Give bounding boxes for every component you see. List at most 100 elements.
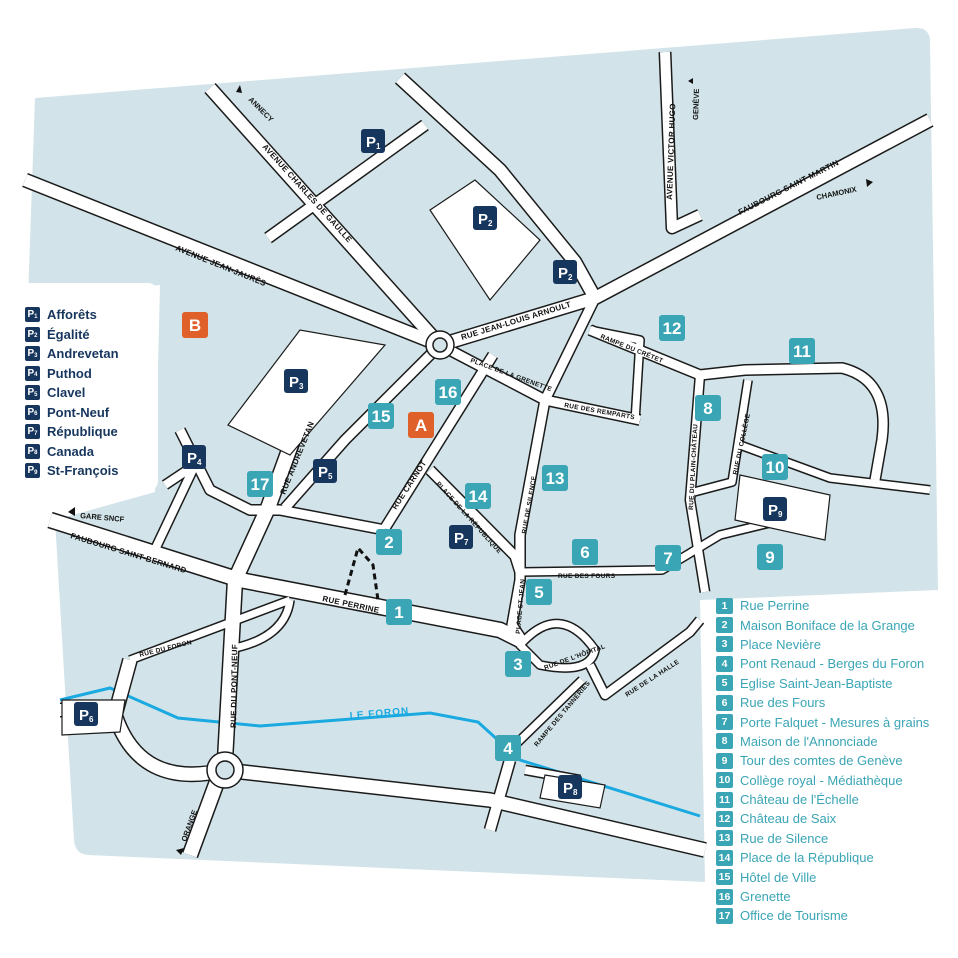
sight-name: Grenette bbox=[740, 889, 791, 905]
parking-name: Canada bbox=[47, 443, 94, 459]
parking-number: 1 bbox=[376, 142, 381, 151]
parking-name: Afforêts bbox=[47, 307, 97, 323]
pedestrian-path bbox=[343, 544, 380, 601]
marker-bg bbox=[368, 403, 394, 429]
sight-marker-16[interactable]: 16 bbox=[435, 379, 461, 405]
sight-name: Tour des comtes de Genève bbox=[740, 753, 903, 769]
parking-letter: P bbox=[27, 406, 35, 418]
parking-lot-area bbox=[429, 179, 541, 302]
sight-marker-5[interactable]: 5 bbox=[526, 579, 552, 605]
river-label: LE FORON bbox=[349, 706, 409, 722]
marker-a[interactable]: A bbox=[408, 412, 434, 438]
sight-marker-14[interactable]: 14 bbox=[465, 483, 491, 509]
parking-number: 4 bbox=[34, 372, 38, 379]
parking-name: Pont-Neuf bbox=[47, 404, 110, 420]
parking-name: St-François bbox=[47, 463, 119, 479]
parking-number: 1 bbox=[34, 313, 38, 320]
marker-bg bbox=[386, 599, 412, 625]
sight-marker-12[interactable]: 12 bbox=[659, 315, 685, 341]
sight-marker-10[interactable]: 10 bbox=[762, 454, 788, 480]
marker-bg bbox=[763, 497, 787, 521]
svg-text:GARE SNCF: GARE SNCF bbox=[80, 511, 125, 524]
roundabout-island bbox=[432, 337, 448, 353]
sight-marker-3[interactable]: 3 bbox=[505, 651, 531, 677]
marker-number: 15 bbox=[372, 407, 391, 426]
sight-marker-1[interactable]: 1 bbox=[386, 599, 412, 625]
street-label: RUE DU PONT-NEUF bbox=[229, 644, 239, 728]
sight-badge: 1 bbox=[716, 597, 733, 614]
marker-number: 10 bbox=[766, 458, 785, 477]
marker-b[interactable]: B bbox=[182, 312, 208, 338]
sight-badge: 13 bbox=[716, 830, 733, 847]
sight-marker-4[interactable]: 4 bbox=[495, 735, 521, 761]
parking-letter: P bbox=[27, 367, 35, 379]
sight-badge: 9 bbox=[716, 752, 733, 769]
sight-marker-17[interactable]: 17 bbox=[247, 471, 273, 497]
parking-number: 2 bbox=[34, 333, 38, 340]
sight-name: Office de Tourisme bbox=[740, 908, 848, 924]
marker-bg bbox=[449, 525, 473, 549]
parking-letter: P bbox=[27, 387, 35, 399]
marker-number: 16 bbox=[439, 383, 458, 402]
parking-number: 5 bbox=[328, 472, 333, 481]
marker-bg bbox=[182, 445, 206, 469]
sight-marker-15[interactable]: 15 bbox=[368, 403, 394, 429]
parking-letter: P bbox=[27, 465, 35, 477]
sight-marker-2[interactable]: 2 bbox=[376, 529, 402, 555]
marker-bg bbox=[361, 129, 385, 153]
sight-name: Maison de l'Annonciade bbox=[740, 733, 878, 749]
sight-marker-8[interactable]: 8 bbox=[695, 395, 721, 421]
sight-marker-9[interactable]: 9 bbox=[757, 544, 783, 570]
parking-letter: P bbox=[366, 134, 376, 151]
sight-marker-13[interactable]: 13 bbox=[542, 465, 568, 491]
sight-legend-item[interactable]: 9 Tour des comtes de Genève bbox=[716, 751, 929, 770]
sight-marker-6[interactable]: 6 bbox=[572, 539, 598, 565]
sight-marker-7[interactable]: 7 bbox=[655, 545, 681, 571]
parking-number: 6 bbox=[89, 715, 94, 724]
sight-marker-11[interactable]: 11 bbox=[789, 338, 815, 364]
parking-number: 7 bbox=[464, 538, 469, 547]
parking-letter: P bbox=[318, 464, 328, 481]
parking-number: 5 bbox=[34, 391, 38, 398]
